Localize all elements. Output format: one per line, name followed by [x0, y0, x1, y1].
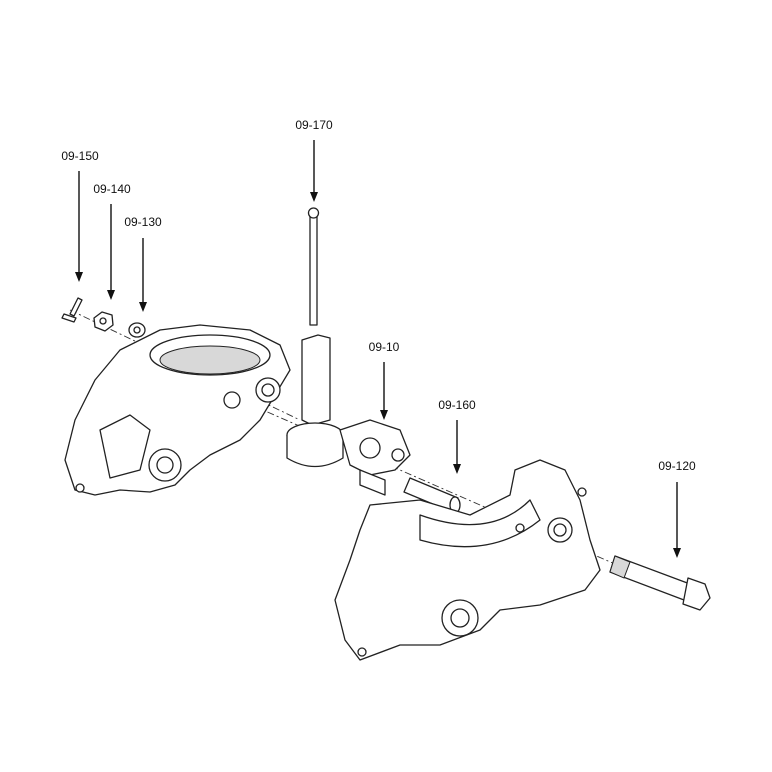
callout-label-09-140: 09-140: [93, 182, 131, 196]
callout-label-09-10: 09-10: [368, 340, 400, 354]
arrowhead-09-140: [107, 290, 115, 300]
arrowhead-09-120: [673, 548, 681, 558]
callout-label-09-130: 09-130: [124, 215, 162, 229]
arrowhead-09-170: [310, 192, 318, 202]
callout-label-09-120: 09-120: [658, 459, 696, 473]
right-bracket-part: [334, 459, 601, 661]
sleeve-09-160-part: [403, 477, 461, 514]
arrowhead-09-10: [380, 410, 388, 420]
arrowhead-09-130: [139, 302, 147, 312]
left-bracket-part: [64, 324, 291, 496]
shaft-assembly-part: [286, 334, 411, 496]
arrowhead-09-150: [75, 272, 83, 282]
screw-09-150-part: [61, 297, 83, 323]
nut-09-140-part: [93, 311, 114, 332]
callout-label-09-170: 09-170: [295, 118, 333, 132]
callout-label-09-160: 09-160: [438, 398, 476, 412]
pin-09-170-part: [307, 207, 320, 326]
arrowhead-09-160: [453, 464, 461, 474]
bolt-09-120-part: [609, 555, 711, 611]
callout-label-09-150: 09-150: [61, 149, 99, 163]
washer-09-130-part: [128, 322, 146, 338]
